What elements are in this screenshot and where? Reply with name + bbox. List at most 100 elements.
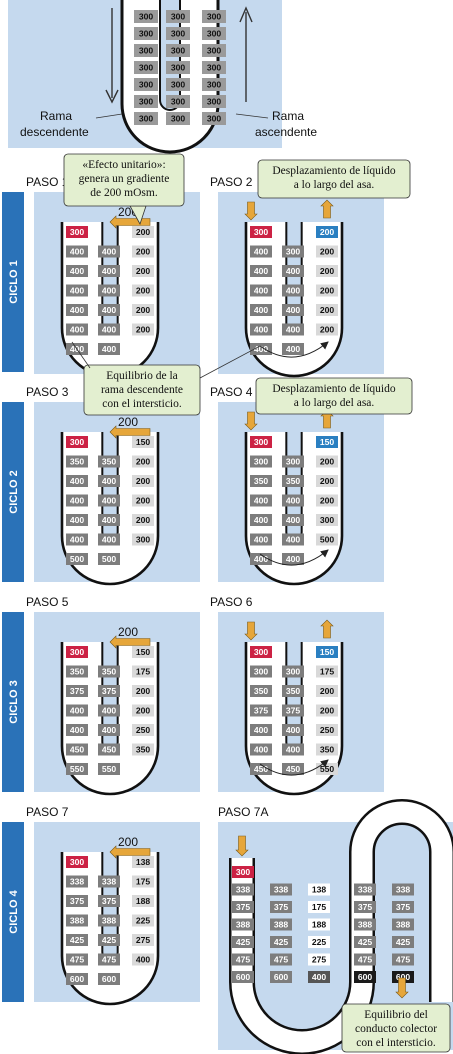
ascending-cell: 200 xyxy=(132,245,154,258)
descending-cell: 400 xyxy=(250,284,272,297)
ascending-cell-value: 175 xyxy=(136,877,151,887)
descending-cell-value: 400 xyxy=(254,496,269,506)
ascending-cell-box xyxy=(308,936,330,948)
step-label: PASO 4 xyxy=(210,385,253,399)
ascending-cell-box xyxy=(316,494,338,507)
collecting-duct-cell-box xyxy=(392,918,414,931)
descending-cell-value: 375 xyxy=(254,706,269,716)
overview-cell-box xyxy=(202,112,226,125)
interstitial-cell-box xyxy=(282,743,304,756)
interstitial-cell-value: 400 xyxy=(286,745,301,755)
interstitial-cell-box xyxy=(270,901,292,913)
ascending-cell-box xyxy=(132,724,154,736)
collecting-duct-cell-value: 375 xyxy=(396,902,411,912)
interstitial-cell-value: 400 xyxy=(102,325,117,335)
overview-cell: 300 xyxy=(166,27,190,40)
interstitial-cell-value: 338 xyxy=(274,885,289,895)
interstitial-cell-value: 300 xyxy=(286,667,301,677)
overview-cell-box xyxy=(134,27,158,40)
interstitial-cell-box xyxy=(282,284,304,297)
overview-cell: 300 xyxy=(134,10,158,23)
gradient-arrow-shape xyxy=(109,845,151,859)
ascending-cell: 300 xyxy=(132,533,154,546)
interstitial-cell-box xyxy=(98,323,120,336)
duct-interstitial-cell-box xyxy=(354,953,376,966)
descending-cell: 350 xyxy=(66,665,88,678)
ascending-cell: 150 xyxy=(132,436,154,448)
cycle-sidebar xyxy=(2,402,24,582)
ascending-cell-box xyxy=(132,533,154,546)
ascending-cell-value: 200 xyxy=(136,496,151,506)
interstitial-cell-value: 400 xyxy=(286,286,301,296)
interstitial-cell-box xyxy=(282,665,304,678)
ascending-cell-box xyxy=(308,901,330,913)
ascending-cell-box xyxy=(308,953,330,966)
interstitial-cell-value: 400 xyxy=(102,247,117,257)
descending-cell: 475 xyxy=(232,953,254,966)
callout-equilibrium-box xyxy=(83,364,201,416)
overview-cell: 300 xyxy=(134,112,158,125)
interstitial-cell-box xyxy=(282,494,304,507)
ascending-cell-value: 200 xyxy=(136,266,151,276)
ascending-cell-box xyxy=(132,856,154,868)
overview-cell-box xyxy=(166,78,190,91)
ascending-cell-value: 200 xyxy=(136,227,151,237)
descending-cell-value: 300 xyxy=(70,227,85,237)
ascending-cell-box xyxy=(316,646,338,658)
ascending-cell: 150 xyxy=(132,646,154,658)
ascending-cell-box xyxy=(316,436,338,448)
interstitial-cell: 350 xyxy=(98,665,120,678)
ascending-arrow-icon xyxy=(239,6,253,102)
callout-displacement-2-line: Desplazamiento de líquido xyxy=(272,383,396,395)
ascending-cell-box xyxy=(132,895,154,907)
overview-cell-box xyxy=(166,10,190,23)
interstitial-cell-value: 375 xyxy=(274,902,289,912)
overview-cell-value: 300 xyxy=(207,46,222,56)
ascending-cell: 200 xyxy=(132,514,154,526)
cycle-3: CICLO 3 xyxy=(2,612,24,792)
interstitial-cell-value: 375 xyxy=(102,686,117,696)
interstitial-cell-value: 450 xyxy=(286,764,301,774)
step-label: PASO 1 xyxy=(26,175,69,189)
ascending-cell-value: 150 xyxy=(320,437,335,447)
ascending-cell: 275 xyxy=(132,934,154,946)
flow-curve-icon xyxy=(259,759,329,776)
descending-cell-value: 400 xyxy=(254,535,269,545)
gradient-arrow xyxy=(109,425,151,439)
descending-cell-box xyxy=(66,323,88,336)
interstitial-cell-value: 400 xyxy=(102,725,117,735)
collecting-duct-cell: 475 xyxy=(392,953,414,966)
step-label: PASO 5 xyxy=(26,595,69,609)
descending-cell: 400 xyxy=(66,724,88,736)
interstitial-cell: 375 xyxy=(282,704,304,717)
descending-cell: 300 xyxy=(66,436,88,448)
interstitial-cell-value: 350 xyxy=(286,686,301,696)
overview-cell-value: 300 xyxy=(171,97,186,107)
ascending-cell-value: 188 xyxy=(136,896,151,906)
collecting-duct-cell-value: 475 xyxy=(396,955,411,965)
ascending-cell-value: 200 xyxy=(320,686,335,696)
descending-cell-box xyxy=(232,953,254,966)
ascending-cell-value: 188 xyxy=(312,920,327,930)
descending-cell-box xyxy=(66,304,88,316)
overview-cell-value: 300 xyxy=(207,97,222,107)
descending-cell-box xyxy=(250,323,272,336)
ascending-cell-box xyxy=(132,704,154,717)
interstitial-cell: 400 xyxy=(282,494,304,507)
ascending-cell-box xyxy=(316,724,338,736)
interstitial-cell: 450 xyxy=(282,763,304,775)
ascending-cell-value: 400 xyxy=(312,972,327,982)
descending-cell-value: 375 xyxy=(70,896,85,906)
overview-cell-value: 300 xyxy=(139,114,154,124)
ascending-cell-box xyxy=(132,494,154,507)
inflow-arrow-shape xyxy=(244,621,258,641)
descending-cell-box xyxy=(250,743,272,756)
descending-cell-box xyxy=(250,265,272,277)
cycle-label: CICLO 1 xyxy=(8,260,20,303)
ascending-cell-box xyxy=(132,743,154,756)
interstitial-cell-value: 500 xyxy=(102,554,117,564)
descending-cell: 400 xyxy=(250,553,272,565)
descending-cell-value: 300 xyxy=(254,227,269,237)
interstitial-cell-value: 475 xyxy=(102,955,117,965)
